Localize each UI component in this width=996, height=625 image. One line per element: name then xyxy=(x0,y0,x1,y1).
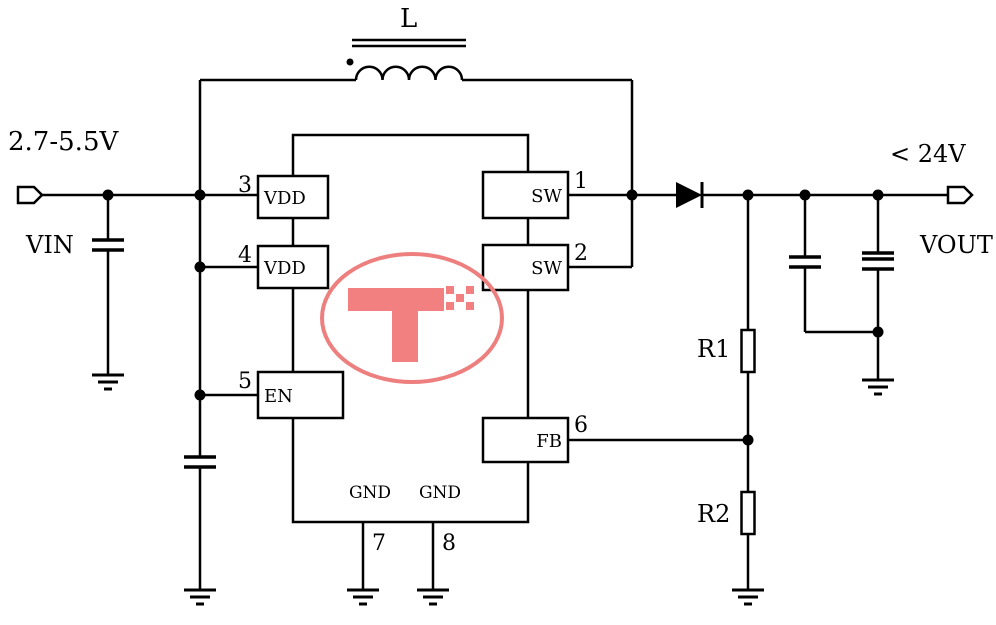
ic-body: VDD 3 VDD 4 EN 5 SW 1 SW 2 FB 6 GND GND … xyxy=(238,133,588,606)
vin-label: VIN xyxy=(25,231,74,259)
r1-label: R1 xyxy=(697,335,730,363)
pin-label-gnd7: GND xyxy=(349,483,391,503)
logo-t-stem xyxy=(392,288,418,362)
junction-dot xyxy=(194,389,206,401)
pin-label-fb: FB xyxy=(536,431,562,452)
inductor-label: L xyxy=(400,4,417,34)
pin-number-6: 6 xyxy=(574,413,588,438)
pin-box-sw2 xyxy=(481,243,570,292)
input-wire xyxy=(42,189,258,201)
pin-label-en: EN xyxy=(264,386,293,407)
pin-box-vdd4 xyxy=(256,244,330,290)
junction-dot xyxy=(872,326,884,338)
ground-symbol xyxy=(417,588,449,606)
resistor-r1 xyxy=(740,328,756,374)
inductor-coil xyxy=(354,65,464,81)
resistor-r2 xyxy=(740,490,756,536)
pin-box-vdd3 xyxy=(256,174,330,220)
pin-box-en xyxy=(256,370,345,420)
left-rail xyxy=(184,80,258,606)
pin-number-2: 2 xyxy=(574,241,588,266)
r2-label: R2 xyxy=(697,500,730,528)
input-capacitor xyxy=(92,195,124,391)
ground-symbol xyxy=(92,373,124,391)
ground-symbol xyxy=(862,378,894,396)
logo-checker-square xyxy=(456,294,464,302)
vout-label: VOUT xyxy=(919,231,993,259)
pin-label-gnd8: GND xyxy=(419,483,461,503)
pin-number-1: 1 xyxy=(574,169,588,194)
pin-number-3: 3 xyxy=(238,173,252,198)
pin-label-sw2: SW xyxy=(531,258,562,279)
junction-dot xyxy=(626,189,638,201)
pin-label-vdd4: VDD xyxy=(263,258,306,279)
logo-checker-square xyxy=(446,286,454,294)
output-connector-icon xyxy=(946,185,974,205)
pin-label-vdd3: VDD xyxy=(263,188,306,209)
output-voltage-label: < 24V xyxy=(890,140,966,168)
ground-symbol xyxy=(732,588,764,606)
ground-symbol xyxy=(347,588,379,606)
diode-triangle xyxy=(676,182,702,208)
junction-dot xyxy=(194,261,206,273)
diode xyxy=(676,182,948,208)
logo-ring xyxy=(320,252,504,384)
output-capacitors xyxy=(789,189,894,396)
inductor-phase-dot xyxy=(346,58,354,66)
logo-checker-square xyxy=(466,302,474,310)
logo-checker-square xyxy=(466,286,474,294)
pin-number-4: 4 xyxy=(238,243,252,268)
pin-box-fb xyxy=(481,416,570,464)
switch-node xyxy=(568,189,676,269)
pin-number-7: 7 xyxy=(372,531,386,556)
pin-label-sw1: SW xyxy=(531,186,562,207)
inductor-branch: L xyxy=(200,4,634,267)
feedback-divider: R1 R2 xyxy=(568,189,764,606)
brand-logo xyxy=(320,252,504,384)
pin-number-5: 5 xyxy=(238,369,252,394)
logo-checker-square xyxy=(446,302,454,310)
input-terminal xyxy=(16,185,44,205)
inductor xyxy=(346,38,466,81)
pin-number-8: 8 xyxy=(442,531,456,556)
ground-symbol xyxy=(184,588,216,606)
input-connector-icon xyxy=(16,185,44,205)
input-voltage-label: 2.7-5.5V xyxy=(8,127,119,157)
output-terminal xyxy=(946,185,974,205)
